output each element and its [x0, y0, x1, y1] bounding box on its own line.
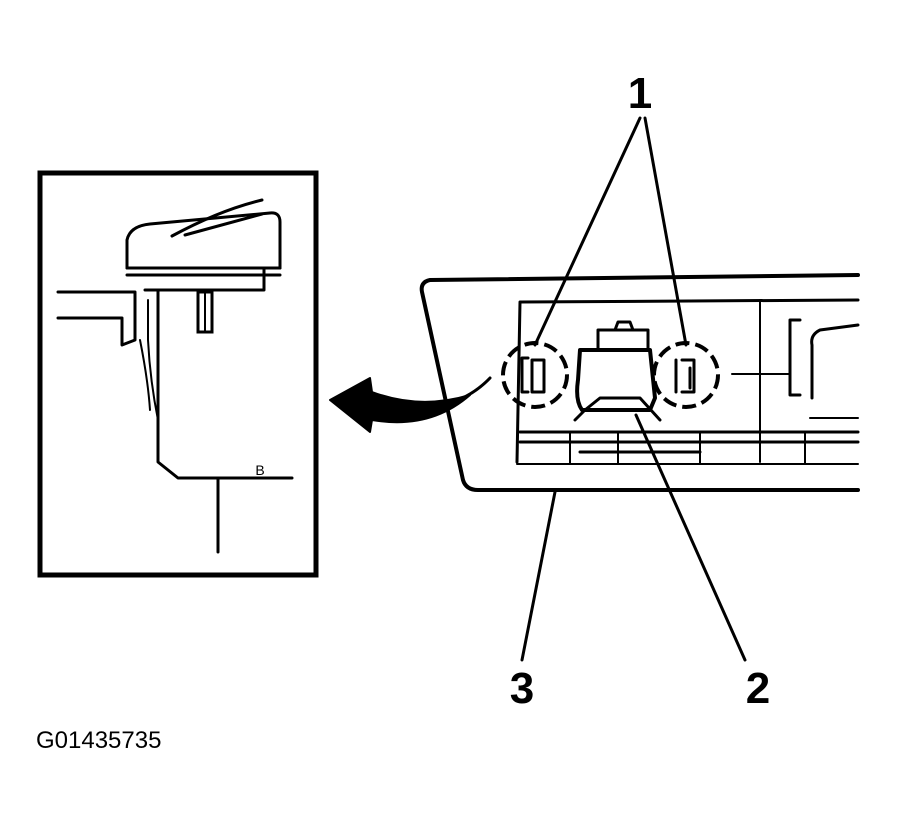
callout-1: 1	[628, 69, 652, 118]
inset-detail-view: B	[37, 170, 319, 578]
panel-connector	[575, 348, 657, 412]
panel-outline	[419, 273, 860, 492]
inset-small-mark: B	[255, 462, 264, 478]
inset-connector-body	[156, 288, 294, 480]
detail-pointer-arrow	[329, 376, 492, 433]
retaining-tab-left-highlight	[501, 341, 569, 409]
inset-housing-cap	[125, 211, 282, 270]
retaining-tab-right	[674, 358, 696, 394]
leader-lines	[520, 116, 747, 662]
callout-2: 2	[746, 664, 770, 713]
retaining-tab-left	[520, 356, 546, 394]
main-panel-view	[419, 273, 860, 492]
callout-3: 3	[510, 664, 534, 713]
inset-mounting-panel	[56, 290, 137, 347]
figure-id: G01435735	[36, 727, 161, 754]
inset-frame	[37, 170, 319, 578]
retaining-tab-right-highlight	[652, 341, 720, 409]
